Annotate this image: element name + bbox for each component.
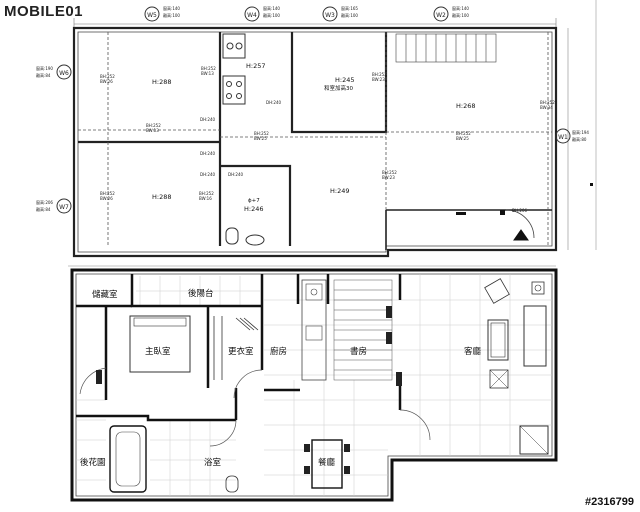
w7-note-1: 窗高:206	[36, 199, 53, 205]
room-label-living: 客廳	[464, 346, 482, 357]
room-label-rear-balcony: 後陽台	[188, 288, 214, 299]
window-marker-w6: W6	[56, 64, 72, 80]
w1-note-1: 窗高:194	[572, 129, 589, 135]
w6-note-1: 窗高:190	[36, 65, 53, 71]
room-label-rear-garden: 後花園	[80, 457, 106, 468]
beam-note: BH:252	[100, 191, 115, 196]
room-label-closet: 更衣室	[228, 346, 254, 357]
window-marker-w3: W3	[322, 6, 338, 22]
ceiling-height-b: H:257	[246, 62, 265, 70]
beam-note: BH:252	[146, 123, 161, 128]
beam-note: BH:252	[456, 131, 471, 136]
beam-note: BH:252	[540, 100, 555, 105]
beam-note: BW:16	[199, 196, 212, 201]
beam-note: BH:252	[201, 66, 216, 71]
room-label-storage: 儲藏室	[92, 289, 118, 300]
beam-note: BW:26	[100, 196, 113, 201]
beam-note: BW:13	[201, 71, 214, 76]
ceiling-height-f: H:246	[244, 205, 263, 213]
door-note: DH:240	[200, 172, 216, 177]
svg-text:W7: W7	[59, 204, 69, 211]
room-label-dining: 餐廳	[318, 457, 336, 468]
beam-note: BW:23	[382, 175, 395, 180]
door-note: DH:206	[512, 208, 528, 213]
brand-logo: MOBILE01	[4, 3, 84, 20]
ceiling-height-plan: W5 W4 W3 W2 W6 W7 W1 窗高:140 離高:100 窗高:14…	[36, 0, 597, 258]
w1-note-2: 離高:80	[572, 136, 587, 142]
window-marker-w5: W5	[144, 6, 160, 22]
ceiling-height-c: H:245	[335, 76, 354, 84]
svg-text:W2: W2	[436, 12, 446, 19]
svg-text:W4: W4	[247, 12, 257, 19]
beam-note: BH:252	[254, 131, 269, 136]
beam-note: BH:252	[382, 170, 397, 175]
door-note: DH:240	[228, 172, 244, 177]
furniture-layout-plan: 儲藏室 後陽台 主臥室 更衣室 廚房 書房 客廳 後花園 浴室 餐廳	[68, 265, 558, 502]
w3-note-2: 離高:100	[341, 12, 358, 18]
door-note: DH:240	[200, 117, 216, 122]
beam-note: BH:252	[199, 191, 214, 196]
beam-note: BW:26	[100, 79, 113, 84]
w4-note-1: 窗高:140	[263, 5, 280, 11]
svg-text:W1: W1	[558, 134, 568, 141]
w5-note-2: 離高:100	[163, 12, 180, 18]
w3-note-1: 窗高:165	[341, 5, 358, 11]
door-note: DH:240	[266, 100, 282, 105]
door-note: DH:240	[200, 151, 216, 156]
room-label-master-bedroom: 主臥室	[145, 346, 171, 357]
beam-note: BW:13	[146, 128, 159, 133]
window-marker-w2: W2	[433, 6, 449, 22]
window-marker-w1: W1	[555, 128, 571, 144]
w6-note-2: 離高:84	[36, 72, 51, 78]
beam-note: BH:252	[372, 72, 387, 77]
ceiling-height-a: H:288	[152, 78, 171, 86]
window-marker-w7: W7	[56, 198, 72, 214]
beam-note: BW:25	[254, 136, 267, 141]
svg-text:W3: W3	[325, 12, 335, 19]
w2-note-2: 離高:100	[452, 12, 469, 18]
ceiling-height-e: H:288	[152, 193, 171, 201]
w5-note-1: 窗高:140	[163, 5, 180, 11]
ceiling-note-f: ϕ+7	[248, 198, 260, 204]
room-label-kitchen: 廚房	[270, 346, 287, 357]
svg-text:W6: W6	[59, 70, 69, 77]
beam-note: BW:34	[540, 105, 553, 110]
w7-note-2: 離高:84	[36, 206, 51, 212]
watermark-id: #2316799	[585, 496, 634, 508]
beam-note: BW:25	[456, 136, 469, 141]
w2-note-1: 窗高:140	[452, 5, 469, 11]
window-marker-w4: W4	[244, 6, 260, 22]
svg-text:W5: W5	[147, 12, 157, 19]
beam-note: BH:252	[100, 74, 115, 79]
beam-note: BW:23	[372, 77, 385, 82]
w4-note-2: 離高:100	[263, 12, 280, 18]
room-label-bathroom: 浴室	[204, 457, 222, 468]
ceiling-note-c: 和室加高30	[324, 84, 353, 92]
ceiling-height-g: H:249	[330, 187, 349, 195]
room-label-study: 書房	[350, 346, 367, 357]
ceiling-height-d: H:268	[456, 102, 475, 110]
